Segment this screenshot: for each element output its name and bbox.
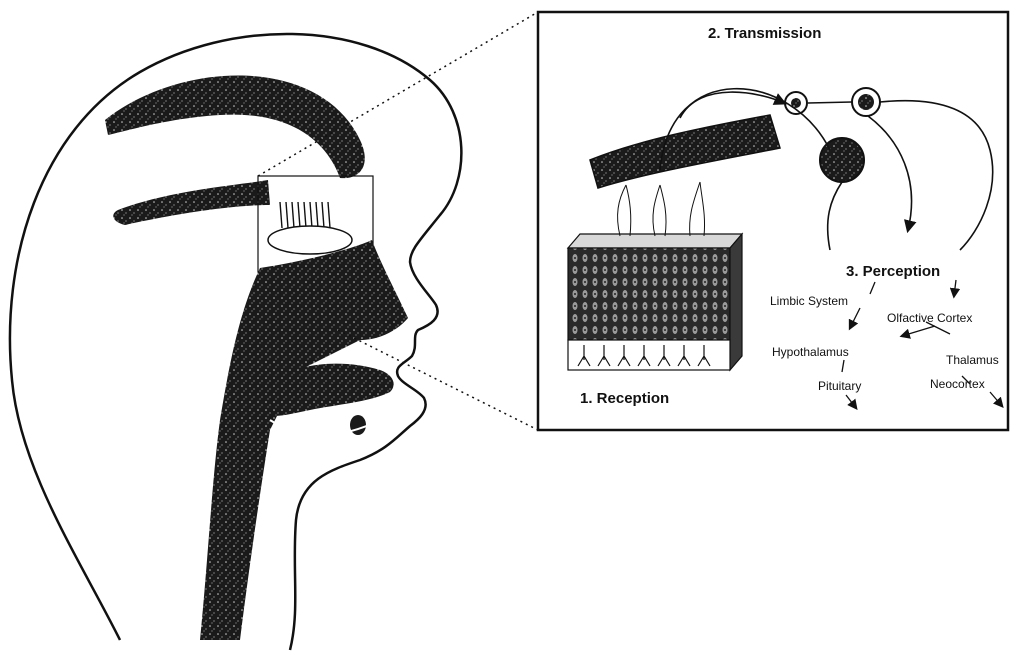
frontal-curve [113, 180, 270, 225]
label-perception: 3. Perception [846, 263, 940, 280]
olfactory-epithelium-lines [280, 202, 330, 228]
label-transmission: 2. Transmission [708, 25, 821, 42]
head-profile [10, 34, 461, 650]
label-limbic-system: Limbic System [770, 294, 848, 308]
label-thalamus: Thalamus [946, 353, 999, 367]
label-reception: 1. Reception [580, 390, 669, 407]
nasal-pharynx [200, 240, 408, 640]
label-olfactive-cortex: Olfactive Cortex [887, 311, 972, 325]
receptor-tissue-block [568, 234, 742, 370]
label-pituitary: Pituitary [818, 379, 861, 393]
olfactory-bulb [268, 226, 352, 254]
label-neocortex: Neocortex [930, 377, 985, 391]
inset-panel: 2. Transmission 3. Perception 1. Recepti… [538, 12, 1008, 430]
uvula [350, 415, 366, 435]
label-hypothalamus: Hypothalamus [772, 345, 849, 359]
brain-curve [105, 75, 365, 178]
